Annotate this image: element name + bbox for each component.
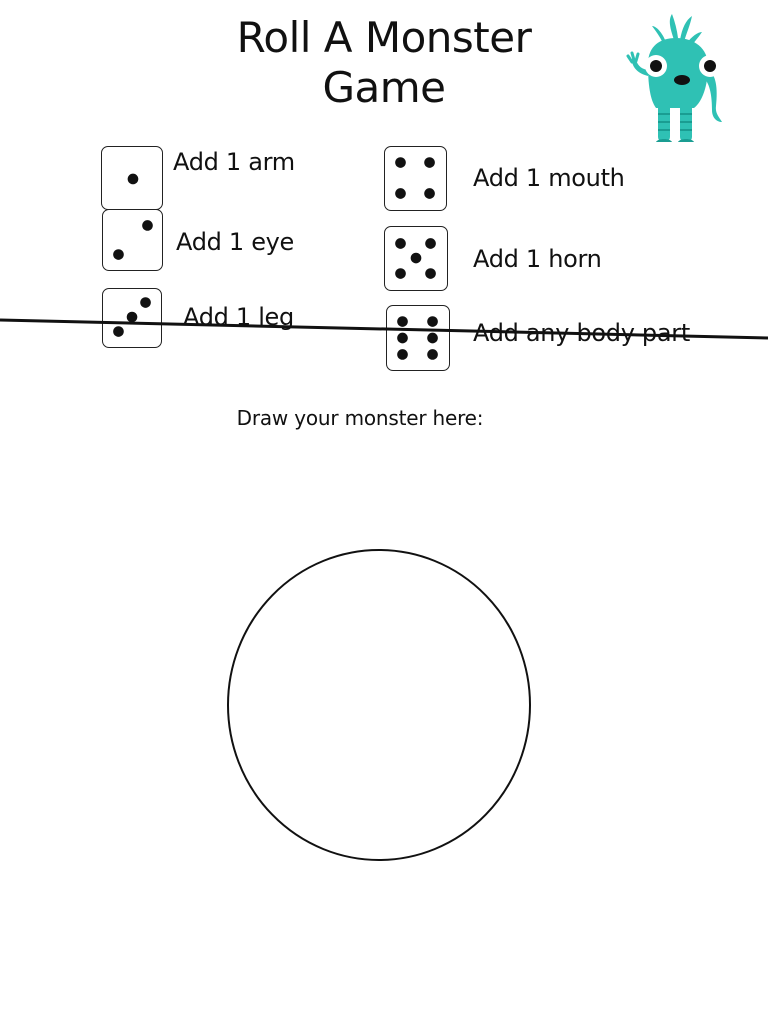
page-title-second-line: Game — [322, 63, 446, 112]
teal-monster-icon — [626, 14, 722, 142]
rule-label-mouth: Add 1 mouth — [473, 164, 625, 192]
die-one-icon — [101, 146, 163, 210]
draw-prompt: Draw your monster here: — [236, 406, 484, 430]
die-three-icon — [102, 288, 162, 348]
rule-label-arm: Add 1 arm — [173, 148, 295, 176]
rule-label-horn: Add 1 horn — [473, 245, 602, 273]
rule-label-eye: Add 1 eye — [176, 228, 295, 256]
die-six-icon — [386, 305, 450, 371]
drawing-area-circle[interactable] — [226, 548, 532, 862]
page-title: Roll A Monster — [236, 13, 532, 62]
die-five-icon — [384, 226, 448, 291]
die-four-icon — [384, 146, 447, 211]
die-two-icon — [102, 209, 163, 271]
strikethrough-line — [0, 318, 768, 340]
